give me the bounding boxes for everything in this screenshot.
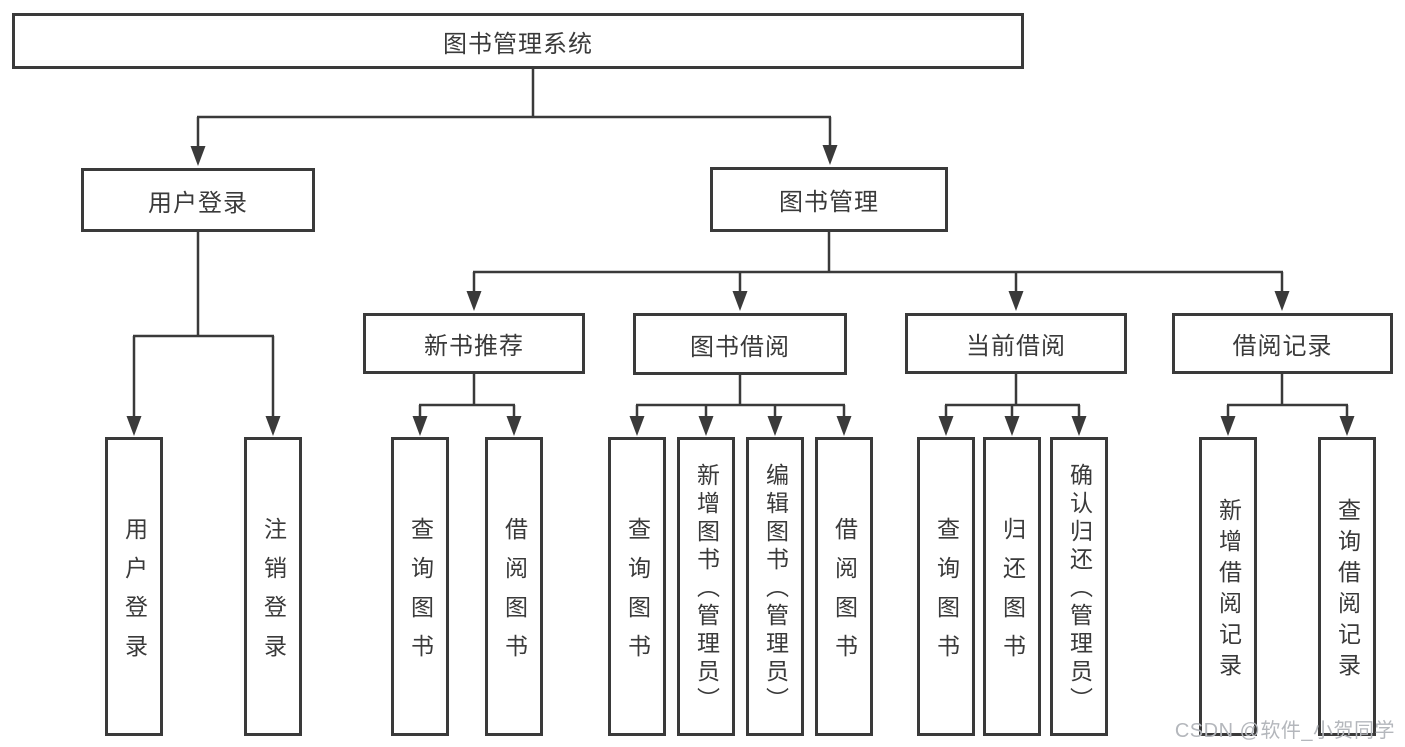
watermark: CSDN @软件_小贺同学 <box>1174 720 1395 742</box>
node-label: 新增图书（管理员） <box>693 463 720 715</box>
node-label: 当前借阅 <box>966 333 1066 360</box>
node-label: 查询图书 <box>624 516 651 673</box>
node-book-borrowing: 图书借阅 <box>633 313 847 375</box>
leaf-confirm-return-admin: 确认归还（管理员） <box>1050 437 1108 736</box>
node-label: 查询图书 <box>933 516 960 673</box>
node-label: 查询借阅记录 <box>1334 497 1361 684</box>
node-label: 查询图书 <box>407 516 434 673</box>
node-label: 新书推荐 <box>424 333 524 360</box>
node-label: 借阅图书 <box>501 516 528 673</box>
node-user-login: 用户登录 <box>81 168 315 232</box>
leaf-query-books-recommend: 查询图书 <box>391 437 449 736</box>
leaf-logout: 注销登录 <box>244 437 302 736</box>
node-borrowing-records: 借阅记录 <box>1172 313 1393 374</box>
node-new-book-recommendation: 新书推荐 <box>363 313 585 374</box>
leaf-add-book-admin: 新增图书（管理员） <box>677 437 735 736</box>
leaf-borrow-books: 借阅图书 <box>815 437 873 736</box>
leaf-query-books-current: 查询图书 <box>917 437 975 736</box>
node-label: 编辑图书（管理员） <box>762 463 789 715</box>
node-book-management: 图书管理 <box>710 167 948 232</box>
node-library-management-system: 图书管理系统 <box>12 13 1024 69</box>
node-label: 借阅图书 <box>831 516 858 673</box>
node-label: 图书管理 <box>779 189 879 216</box>
leaf-add-borrow-record: 新增借阅记录 <box>1199 437 1257 736</box>
leaf-borrow-books-recommend: 借阅图书 <box>485 437 543 736</box>
node-label: 新增借阅记录 <box>1215 497 1242 684</box>
leaf-query-borrow-record: 查询借阅记录 <box>1318 437 1376 736</box>
node-label: 图书管理系统 <box>443 30 593 58</box>
leaf-return-books: 归还图书 <box>983 437 1041 736</box>
node-label: 注销登录 <box>260 516 287 673</box>
node-label: 确认归还（管理员） <box>1066 463 1093 715</box>
node-current-borrowing: 当前借阅 <box>905 313 1127 374</box>
node-label: 用户登录 <box>121 516 148 673</box>
node-label: 图书借阅 <box>690 333 790 361</box>
node-label: 借阅记录 <box>1232 333 1333 360</box>
leaf-query-books-borrow: 查询图书 <box>608 437 666 736</box>
node-label: 归还图书 <box>999 516 1026 673</box>
leaf-edit-book-admin: 编辑图书（管理员） <box>746 437 804 736</box>
node-label: 用户登录 <box>148 189 248 217</box>
leaf-user-login: 用户登录 <box>105 437 163 736</box>
